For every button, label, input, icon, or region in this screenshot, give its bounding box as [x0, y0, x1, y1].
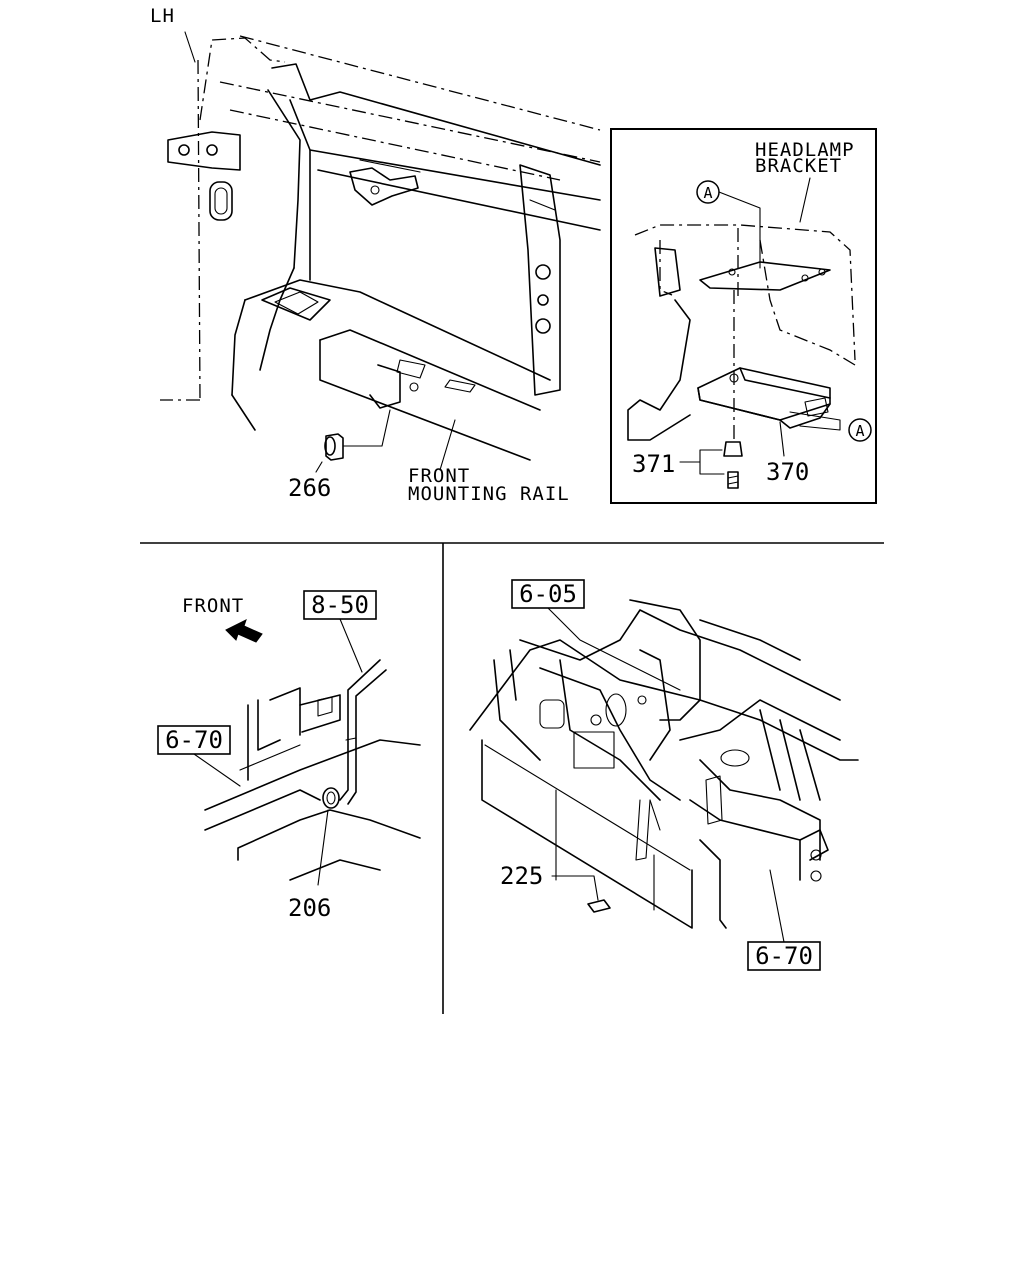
ref-670-right-label: 6-70 [755, 942, 813, 970]
front-arrow-icon [225, 619, 263, 643]
ref-box-605 [511, 579, 585, 609]
ref-605-label: 6-05 [519, 580, 577, 608]
side-label: LH [150, 5, 175, 27]
ref-box-670-left [157, 725, 231, 755]
headlamp-label-line1: HEADLAMP [755, 139, 855, 161]
part-225-label: 225 [500, 862, 543, 890]
inset-frame [610, 128, 877, 504]
rail-label-line1: FRONT [408, 465, 470, 487]
ref-670-left-label: 6-70 [165, 726, 223, 754]
rail-label-line2: MOUNTING RAIL [408, 483, 570, 505]
callout-a-bottom-label: A [855, 422, 864, 440]
part-370-label: 370 [766, 458, 809, 486]
part-266-label: 266 [288, 474, 331, 502]
callout-a-top-label: A [703, 184, 712, 202]
part-371-label: 371 [632, 450, 675, 478]
headlamp-label-line2: BRACKET [755, 155, 842, 177]
ref-850-label: 8-50 [311, 591, 369, 619]
hose-view: FRONT 8-50 206 6-70 [157, 590, 421, 922]
ref-box-850 [303, 590, 377, 620]
part-206-label: 206 [288, 894, 331, 922]
air-deflector-view: 6-05 225 [469, 579, 859, 971]
headlamp-bracket-inset: HEADLAMP BRACKET A A [610, 128, 877, 504]
callout-a-bottom [848, 418, 872, 442]
front-direction-label: FRONT [182, 595, 244, 617]
main-view-lh: LH [150, 5, 601, 505]
